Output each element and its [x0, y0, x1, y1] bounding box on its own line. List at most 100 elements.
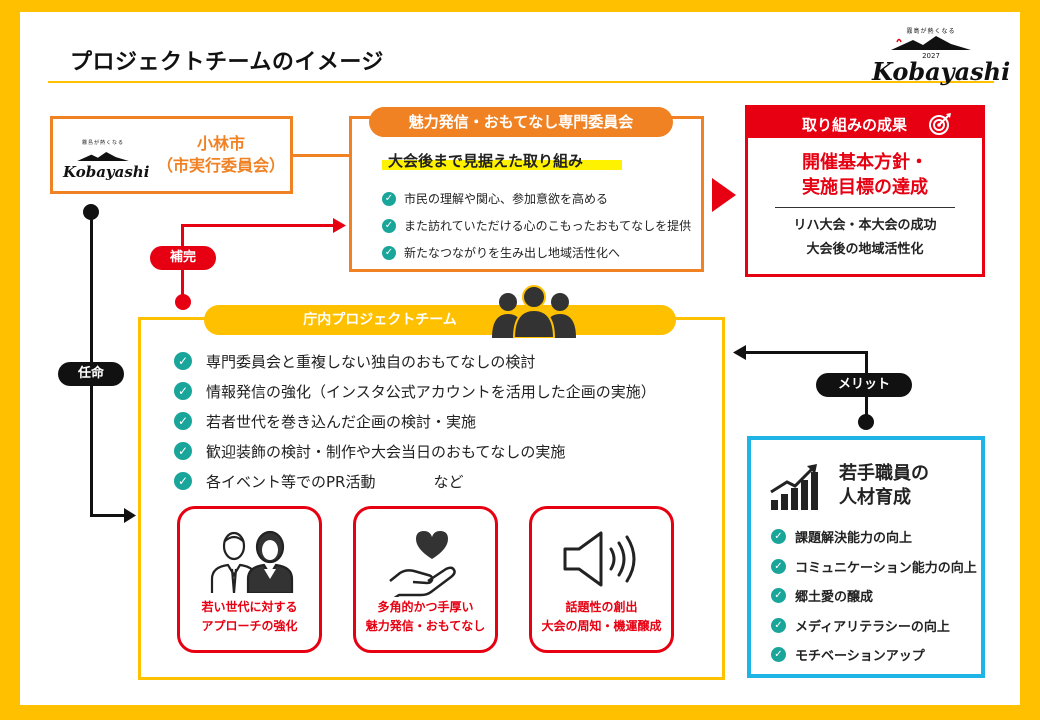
- team-item-text: 情報発信の強化（インスタ公式アカウントを活用した企画の実施）: [206, 382, 656, 401]
- list-item: ✓ 専門委員会と重複しない独自のおもてなしの検討: [174, 346, 656, 376]
- mountain-logo-icon: [891, 36, 971, 50]
- check-icon: ✓: [174, 382, 192, 400]
- target-icon: [929, 113, 951, 135]
- list-item: ✓ コミュニケーション能力の向上: [771, 552, 977, 582]
- slide: プロジェクトチームのイメージ 霧島が熱くなる 2027 Kobayashi 霧島…: [20, 12, 1020, 705]
- staff-item-text: メディアリテラシーの向上: [795, 619, 950, 635]
- arrow-right-icon: [712, 178, 736, 212]
- staff-title-2: 人材育成: [839, 487, 911, 508]
- committee-label: 魅力発信・おもてなし専門委員会: [369, 107, 673, 137]
- list-item: ✓ 新たなつながりを生み出し地域活性化へ: [382, 239, 691, 266]
- staff-title-1: 若手職員の: [839, 463, 929, 484]
- committee-subtitle-highlight: [382, 160, 622, 170]
- check-icon: ✓: [174, 412, 192, 430]
- feature-card-young: 若い世代に対する アプローチの強化: [177, 506, 322, 653]
- feature-buzz-line-1: 話題性の創出: [565, 600, 638, 614]
- check-icon: ✓: [771, 617, 786, 633]
- list-item: ✓ 歓迎装飾の検討・制作や大会当日のおもてなしの実施: [174, 436, 656, 466]
- feature-buzz-line-2: 大会の周知・機運醸成: [541, 619, 662, 633]
- staff-item-text: モチベーションアップ: [795, 649, 925, 665]
- growth-chart-icon: [770, 464, 818, 510]
- staff-item-text: 課題解決能力の向上: [795, 531, 913, 547]
- committee-item-text: 市民の理解や関心、参加意欲を高める: [404, 192, 609, 206]
- results-label: 取り組みの成果: [802, 116, 908, 134]
- logo-year: 2027: [922, 52, 940, 60]
- appoint-arrowhead-icon: [124, 508, 136, 523]
- committee-item-text: 新たなつながりを生み出し地域活性化へ: [404, 246, 621, 260]
- team-label: 庁内プロジェクトチーム: [204, 305, 676, 335]
- list-item: ✓ 郷土愛の醸成: [771, 581, 977, 611]
- check-icon: ✓: [174, 472, 192, 490]
- list-item: ✓ 情報発信の強化（インスタ公式アカウントを活用した企画の実施）: [174, 376, 656, 406]
- feature-card-buzz: 話題性の創出 大会の周知・機運醸成: [529, 506, 674, 653]
- staff-item-text: コミュニケーション能力の向上: [795, 560, 977, 576]
- appoint-line-horizontal: [90, 514, 130, 517]
- list-item: ✓ また訪れていただける心のこもったおもてなしを提供: [382, 212, 691, 239]
- check-icon: ✓: [771, 529, 786, 545]
- list-item: ✓ 各イベント等でのPR活動 など: [174, 466, 656, 496]
- committee-box: [349, 116, 704, 272]
- list-item: ✓ 市民の理解や関心、参加意欲を高める: [382, 185, 691, 212]
- page-title: プロジェクトチームのイメージ: [70, 50, 384, 75]
- city-logo-tagline: 霧島が熱くなる: [81, 140, 124, 146]
- committee-list: ✓ 市民の理解や関心、参加意欲を高める ✓ また訪れていただける心のこもったおも…: [382, 185, 691, 266]
- logo-word: Kobayashi: [872, 57, 1011, 86]
- heart-hand-icon: [388, 531, 456, 597]
- feature-young-line-1: 若い世代に対する: [201, 600, 298, 614]
- feature-hospitality-line-2: 魅力発信・おもてなし: [365, 619, 486, 633]
- team-item-text: 各イベント等でのPR活動: [206, 472, 376, 491]
- check-icon: ✓: [771, 647, 786, 663]
- city-logo-word: Kobayashi: [63, 163, 150, 181]
- appoint-start-dot: [83, 204, 99, 220]
- results-sub-2: 大会後の地域活性化: [806, 242, 924, 257]
- staff-box: 若手職員の 人材育成 ✓ 課題解決能力の向上 ✓ コミュニケーション能力の向上 …: [747, 436, 985, 678]
- staff-list: ✓ 課題解決能力の向上 ✓ コミュニケーション能力の向上 ✓ 郷土愛の醸成 ✓ …: [771, 522, 977, 670]
- supplement-arrowhead-icon: [333, 218, 346, 233]
- header-logo: 霧島が熱くなる 2027 Kobayashi: [872, 26, 1011, 86]
- check-icon: ✓: [174, 352, 192, 370]
- results-headline-1: 開催基本方針・: [802, 152, 928, 173]
- speaker-icon: [563, 531, 635, 587]
- committee-subtitle: 大会後まで見据えた取り組み: [388, 152, 584, 170]
- young-people-icon: [210, 530, 293, 593]
- team-item-text: 若者世代を巻き込んだ企画の検討・実施: [206, 412, 477, 431]
- check-icon: ✓: [174, 442, 192, 460]
- feature-card-hospitality: 多角的かつ手厚い 魅力発信・おもてなし: [353, 506, 498, 653]
- people-group-icon: [492, 285, 576, 338]
- feature-young-line-2: アプローチの強化: [201, 619, 298, 633]
- city-logo: 霧島が熱くなる Kobayashi: [63, 139, 150, 181]
- appoint-label: 任命: [58, 362, 124, 386]
- supplement-dot: [175, 294, 191, 310]
- list-item: ✓ メディアリテラシーの向上: [771, 611, 977, 641]
- merit-arrowhead-icon: [733, 345, 746, 360]
- city-name: 小林市: [196, 134, 245, 153]
- merit-label: メリット: [816, 373, 912, 397]
- check-icon: ✓: [382, 191, 396, 206]
- list-item: ✓ 課題解決能力の向上: [771, 522, 977, 552]
- check-icon: ✓: [382, 218, 396, 233]
- merit-line-horizontal: [744, 351, 868, 354]
- results-headline-2: 実施目標の達成: [802, 177, 928, 198]
- check-icon: ✓: [771, 558, 786, 574]
- results-sub-1: リハ大会・本大会の成功: [793, 218, 937, 233]
- team-item-text: 専門委員会と重複しない独自のおもてなしの検討: [206, 352, 536, 371]
- team-list: ✓ 専門委員会と重複しない独自のおもてなしの検討 ✓ 情報発信の強化（インスタ公…: [174, 346, 656, 496]
- results-divider: [775, 207, 955, 208]
- feature-hospitality-line-1: 多角的かつ手厚い: [377, 600, 474, 614]
- check-icon: ✓: [771, 588, 786, 604]
- city-committee-connector: [293, 154, 349, 157]
- team-item-etc: など: [433, 472, 464, 491]
- team-item-text: 歓迎装飾の検討・制作や大会当日のおもてなしの実施: [206, 442, 566, 461]
- list-item: ✓ 若者世代を巻き込んだ企画の検討・実施: [174, 406, 656, 436]
- merit-dot: [858, 414, 874, 430]
- results-box: 取り組みの成果 開催基本方針・ 実施目標の達成 リハ大会・本大会の成功 大会後の…: [745, 105, 985, 277]
- supplement-line-horizontal: [181, 224, 337, 227]
- staff-item-text: 郷土愛の醸成: [795, 590, 874, 606]
- city-mountain-icon: [77, 152, 129, 161]
- city-box: 霧島が熱くなる Kobayashi 小林市 （市実行委員会）: [50, 116, 293, 194]
- committee-item-text: また訪れていただける心のこもったおもてなしを提供: [404, 219, 692, 233]
- list-item: ✓ モチベーションアップ: [771, 640, 977, 670]
- logo-tagline: 霧島が熱くなる: [906, 28, 956, 35]
- check-icon: ✓: [382, 245, 396, 260]
- city-committee: （市実行委員会）: [156, 156, 285, 175]
